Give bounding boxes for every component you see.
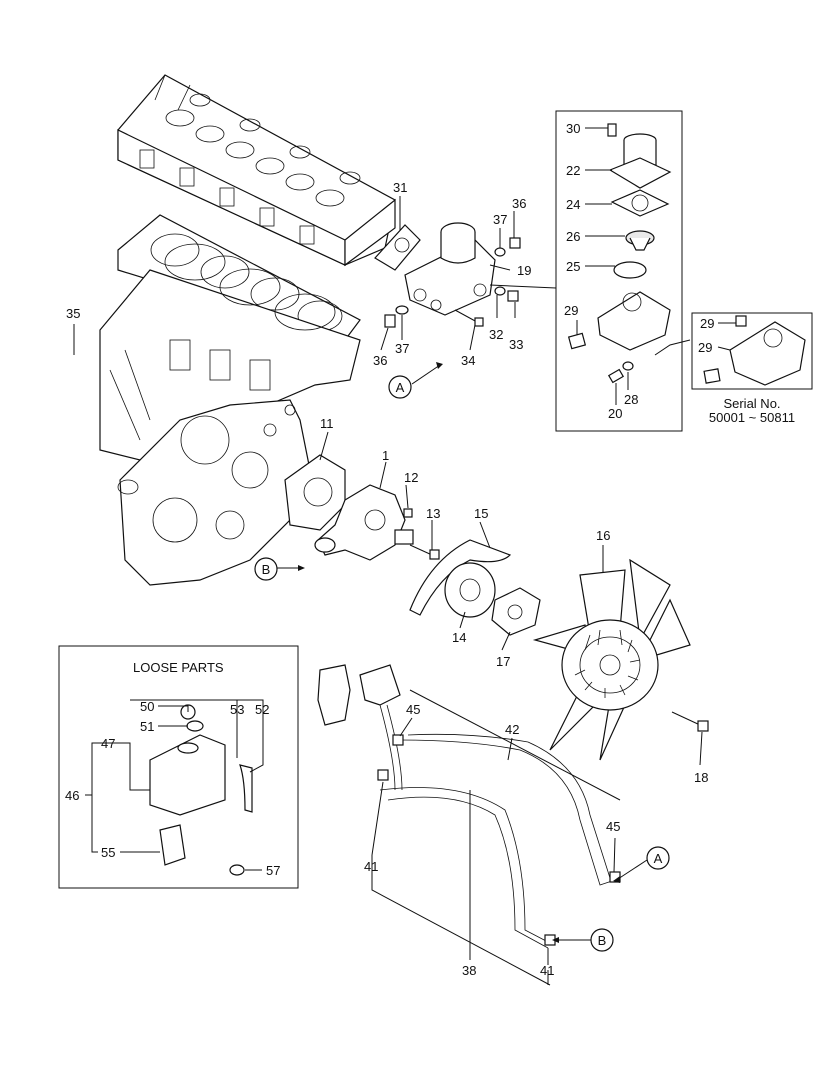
callout-38: 38 xyxy=(462,963,476,978)
callout-51: 51 xyxy=(140,719,154,734)
serial-range: 50001 ~ 50811 xyxy=(709,410,795,425)
cooling-fan xyxy=(532,558,691,761)
callout-32: 32 xyxy=(489,327,503,342)
callout-37b: 37 xyxy=(395,341,409,356)
callout-42: 42 xyxy=(505,722,519,737)
callout-31: 31 xyxy=(393,180,407,195)
callout-36b: 36 xyxy=(373,353,387,368)
callout-50: 50 xyxy=(140,699,154,714)
inset-thermostat-cover xyxy=(567,123,672,384)
callout-45b: 45 xyxy=(606,819,620,834)
fan-spacer xyxy=(491,587,541,636)
svg-text:B: B xyxy=(598,933,607,948)
cylinder-head xyxy=(117,74,396,267)
callout-15: 15 xyxy=(474,506,488,521)
head-gasket xyxy=(117,214,361,341)
callout-12: 12 xyxy=(404,470,418,485)
callout-36a: 36 xyxy=(512,196,526,211)
hose-engine-parts xyxy=(317,664,621,949)
callout-14: 14 xyxy=(452,630,466,645)
small-parts-top xyxy=(384,237,521,328)
fan-pulley xyxy=(444,562,496,618)
fan-bolt xyxy=(671,711,709,732)
water-pump xyxy=(314,484,440,561)
marker-a-top: A xyxy=(388,375,412,399)
svg-text:A: A xyxy=(396,380,405,395)
callout-41a: 41 xyxy=(364,859,378,874)
callout-11: 11 xyxy=(320,416,334,431)
marker-a-bottom: A xyxy=(646,846,670,870)
thermostat-housing xyxy=(404,222,496,316)
callout-33: 33 xyxy=(509,337,523,352)
callout-35: 35 xyxy=(66,306,80,321)
callout-45a: 45 xyxy=(406,702,420,717)
callout-19: 19 xyxy=(517,263,531,278)
callout-1: 1 xyxy=(382,448,389,463)
marker-b-left: B xyxy=(254,557,278,581)
callout-24: 24 xyxy=(566,197,580,212)
callout-30: 30 xyxy=(566,121,580,136)
callout-41b: 41 xyxy=(540,963,554,978)
callout-labels: 30 22 24 26 25 29 28 20 29 29 31 37 36 1… xyxy=(65,121,714,978)
callout-20: 20 xyxy=(608,406,622,421)
callout-57: 57 xyxy=(266,863,280,878)
thermostat-inset-box xyxy=(555,110,683,432)
callout-52: 52 xyxy=(255,702,269,717)
callout-29a: 29 xyxy=(564,303,578,318)
loose-parts-title: LOOSE PARTS xyxy=(133,660,224,675)
callout-47: 47 xyxy=(101,736,115,751)
callout-37a: 37 xyxy=(493,212,507,227)
callout-22: 22 xyxy=(566,163,580,178)
svg-text:B: B xyxy=(262,562,271,577)
serial-label: Serial No. xyxy=(723,396,780,411)
callout-16: 16 xyxy=(596,528,610,543)
callout-13: 13 xyxy=(426,506,440,521)
serial-inset-box xyxy=(691,312,813,390)
loose-parts-box xyxy=(58,645,299,889)
callout-55: 55 xyxy=(101,845,115,860)
callout-28: 28 xyxy=(624,392,638,407)
gasket-31 xyxy=(374,224,421,271)
callout-26: 26 xyxy=(566,229,580,244)
callout-34: 34 xyxy=(461,353,475,368)
callout-18: 18 xyxy=(694,770,708,785)
v-belt xyxy=(409,539,512,616)
marker-arrows xyxy=(276,362,648,943)
marker-b-bottom: B xyxy=(590,928,614,952)
cylinder-block xyxy=(99,243,361,461)
reserve-tank xyxy=(149,704,253,876)
callout-17: 17 xyxy=(496,654,510,669)
svg-text:A: A xyxy=(654,851,663,866)
callout-46: 46 xyxy=(65,788,79,803)
callout-29c: 29 xyxy=(698,340,712,355)
callout-29b: 29 xyxy=(700,316,714,331)
callout-53: 53 xyxy=(230,702,244,717)
leader-lines xyxy=(73,127,736,986)
serial-inset-housing xyxy=(703,315,806,386)
callout-25: 25 xyxy=(566,259,580,274)
